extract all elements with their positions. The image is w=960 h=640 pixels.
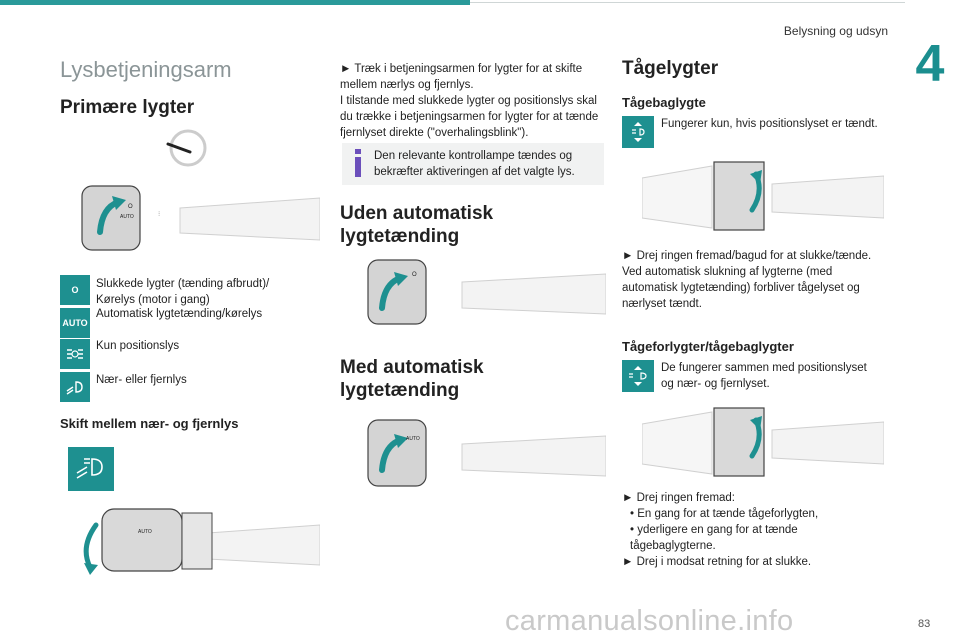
rear-fog-paragraph: ► Drej ringen fremad/bagud for at slukke…	[622, 250, 872, 310]
front-rear-fog-icon	[622, 360, 654, 392]
fog-steps-list: ► Drej ringen fremad: • En gang for at t…	[622, 490, 887, 570]
beam-switch-icon	[68, 447, 114, 491]
heading-switch-beams: Skift mellem nær- og fjernlys	[60, 416, 239, 431]
light-stalk-illustration-1: O AUTO ⁝	[81, 185, 320, 251]
step-2: • En gang for at tænde tågeforlygten,	[630, 508, 819, 520]
svg-text:⁝: ⁝	[158, 211, 160, 218]
rear-fog-text: Fungerer kun, hvis positionslyset er tæn…	[661, 118, 878, 130]
front-rear-fog-text: De fungerer sammen med positionslyset og…	[661, 362, 867, 390]
fog-ring-illustration-2	[642, 407, 884, 477]
svg-text:AUTO: AUTO	[138, 529, 152, 535]
svg-text:O: O	[128, 204, 133, 210]
light-stalk-illustration-pull: AUTO	[83, 508, 320, 575]
position-light-icon	[60, 339, 90, 369]
info-icon	[355, 149, 361, 177]
rear-fog-icon	[622, 116, 654, 148]
step-1: ► Drej ringen fremad:	[622, 492, 736, 504]
header-accent-bar	[0, 0, 470, 5]
svg-text:AUTO: AUTO	[120, 214, 134, 220]
info-text: Den relevante kontrollampe tændes og bek…	[374, 150, 575, 178]
heading-fog-lights: Tågelygter	[622, 58, 719, 79]
svg-text:AUTO: AUTO	[406, 436, 420, 442]
page-number: 83	[918, 618, 931, 630]
light-stalk-illustration-3: AUTO	[367, 419, 606, 487]
heading-with-auto: Med automatisk lygtetænding	[340, 357, 484, 401]
light-stalk-illustration-2: O	[367, 259, 606, 325]
step-4: ► Drej i modsat retning for at slukke.	[622, 556, 812, 568]
steering-wheel-icon	[166, 129, 207, 167]
chapter-number: 4	[915, 35, 945, 93]
off-light-icon: O	[60, 275, 90, 305]
step-3: • yderligere en gang for at tænde tågeba…	[630, 524, 798, 552]
heading-rear-fog: Tågebaglygte	[622, 95, 706, 110]
item-position-lights: Kun positionslys	[96, 340, 180, 352]
section-title: Belysning og udsyn	[783, 24, 888, 38]
paragraph-pull-stalk: ► Træk i betjeningsarmen for lygter for …	[340, 63, 599, 139]
page-title: Lysbetjeningsarm	[60, 57, 232, 82]
heading-without-auto: Uden automatisk lygtetænding	[340, 203, 494, 247]
watermark: carmanualsonline.info	[505, 605, 794, 637]
heading-front-rear-fog: Tågeforlygter/tågebaglygter	[622, 339, 794, 354]
item-off-lights: Slukkede lygter (tænding afbrudt)/ Kørel…	[96, 278, 270, 306]
heading-primary-lights: Primære lygter	[60, 97, 195, 118]
item-dipped-main: Nær- eller fjernlys	[96, 374, 187, 386]
fog-ring-illustration-1	[642, 161, 884, 231]
dipped-beam-icon	[60, 372, 90, 402]
info-box	[342, 143, 604, 185]
header-rule	[470, 2, 905, 3]
svg-text:O: O	[412, 272, 417, 278]
auto-light-icon: AUTO	[60, 308, 90, 338]
item-auto-lights: Automatisk lygtetænding/kørelys	[96, 308, 263, 320]
